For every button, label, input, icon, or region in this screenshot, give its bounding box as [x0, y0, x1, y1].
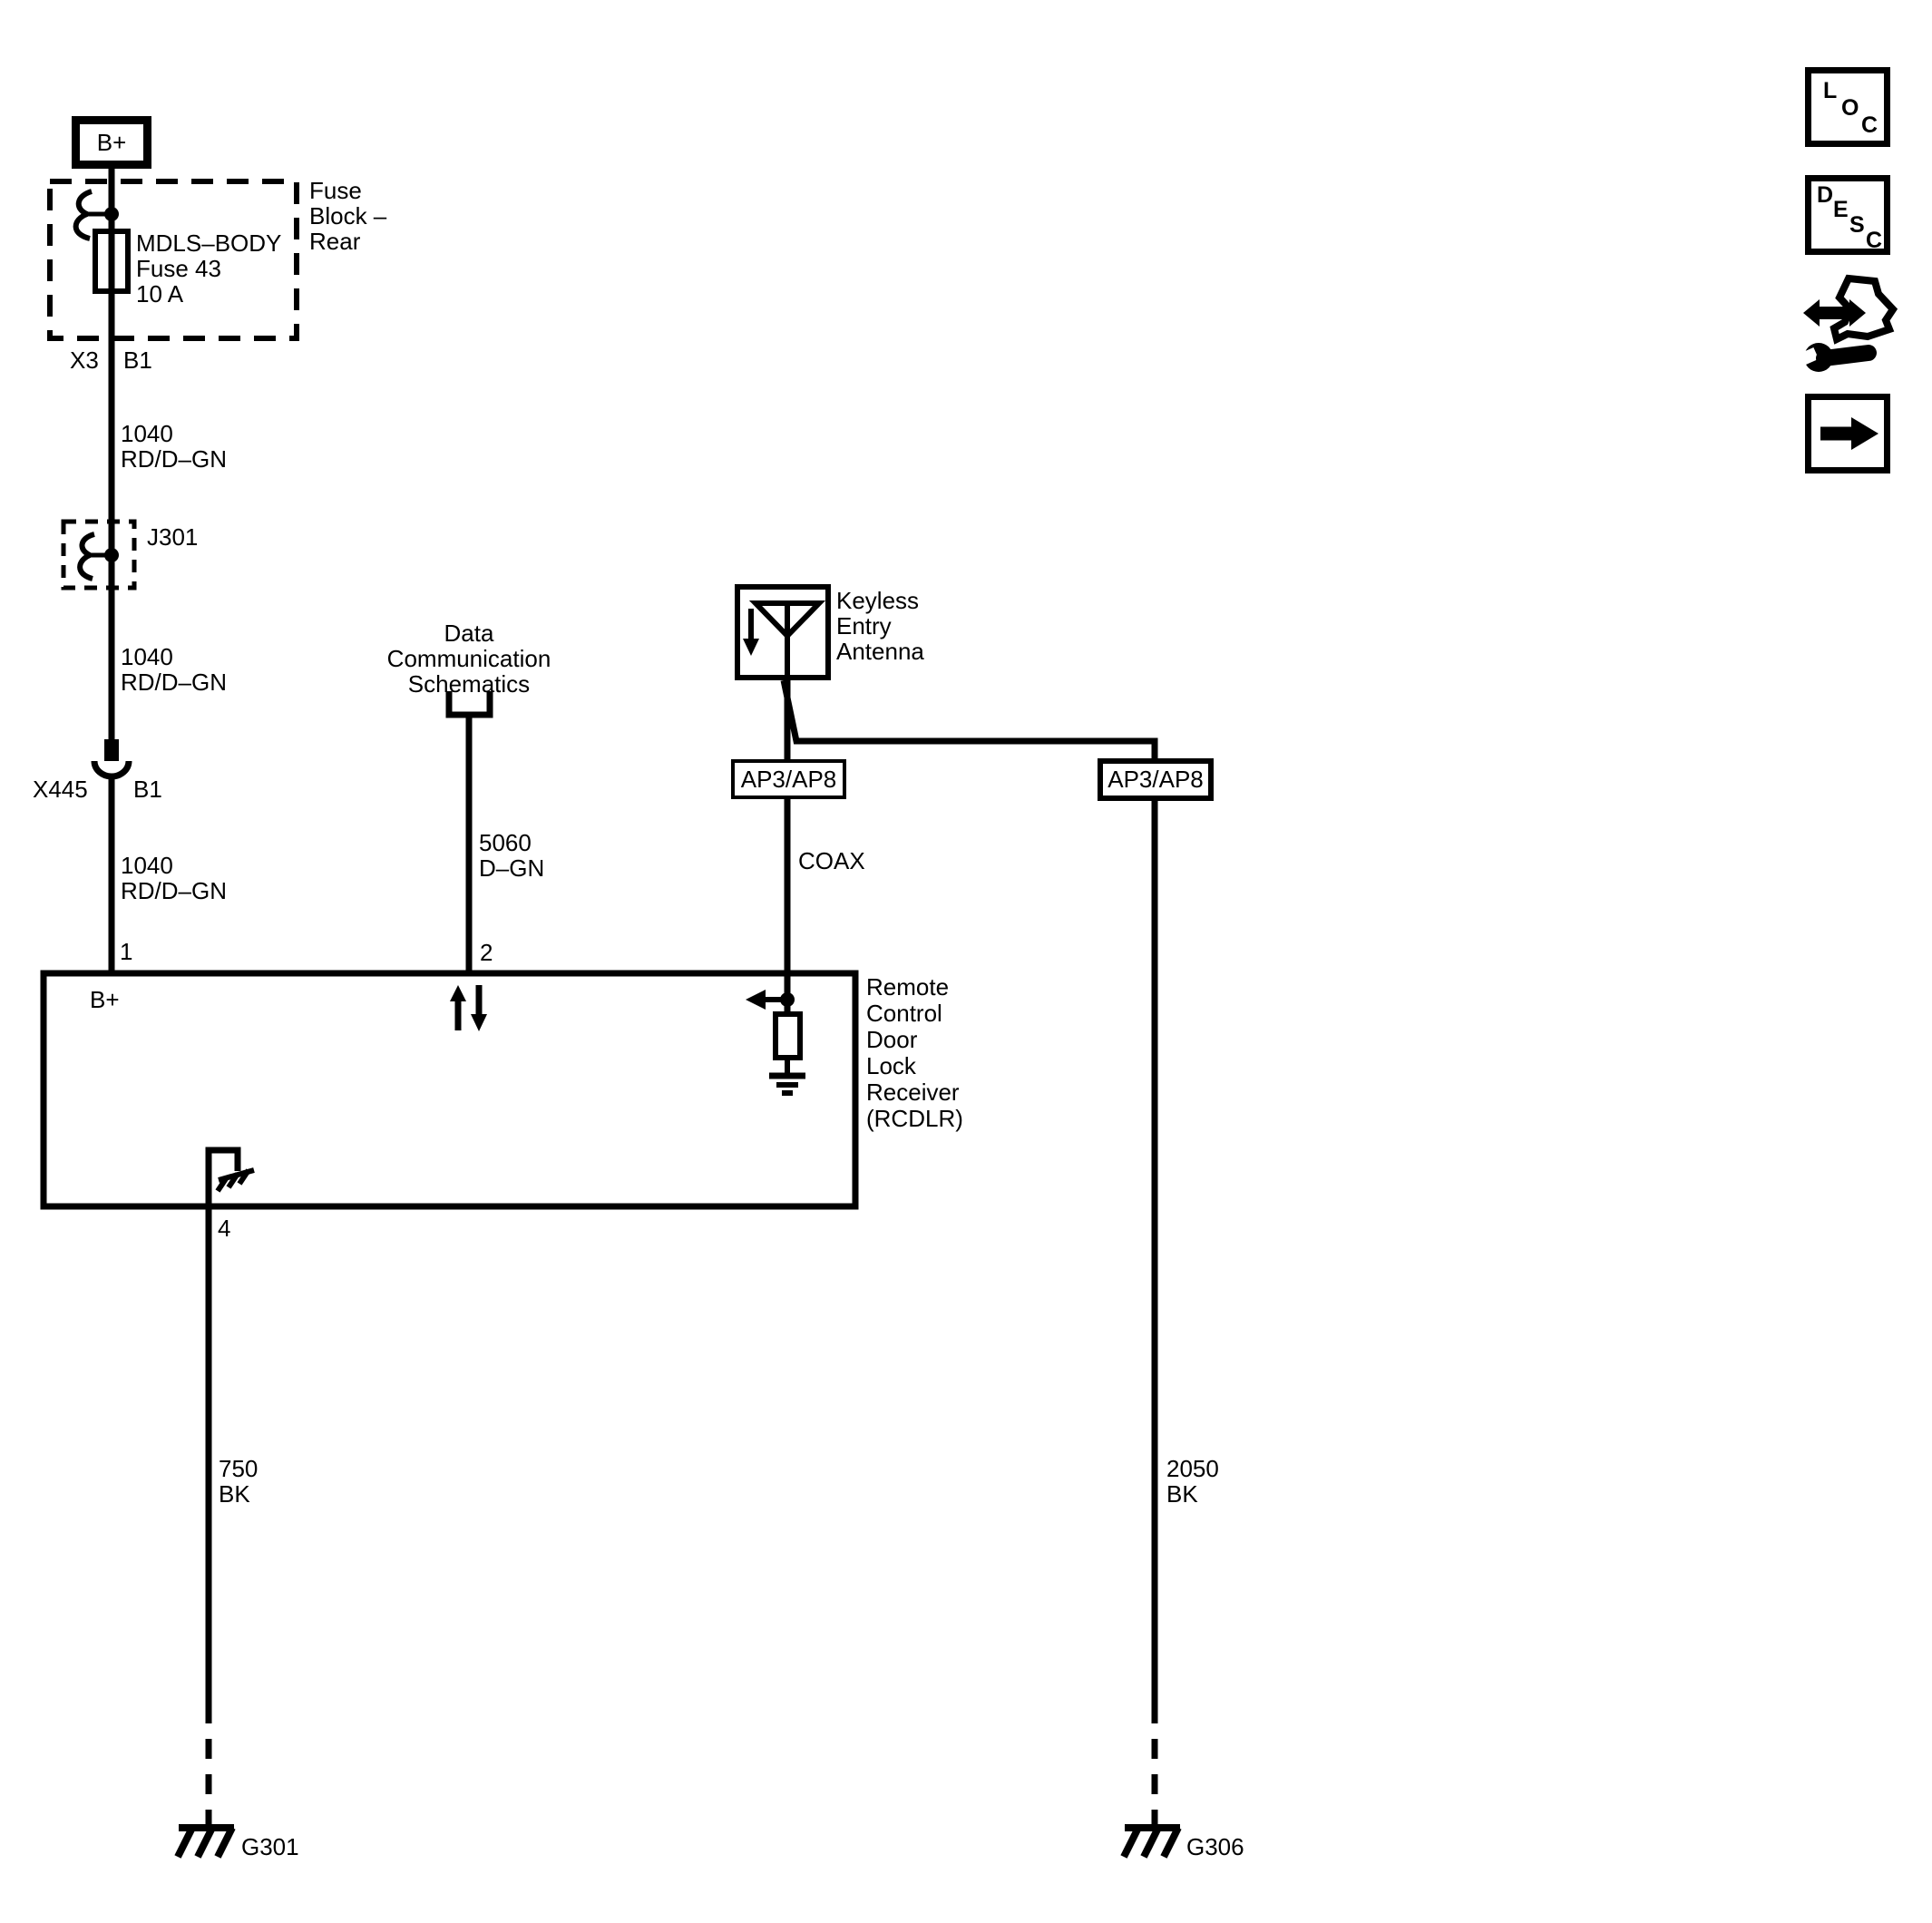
loc-letter-c: C [1861, 112, 1878, 138]
antenna-wires [780, 678, 1158, 973]
connector-label-b1: B1 [133, 776, 162, 803]
desc-button[interactable]: D E S C [1805, 175, 1890, 255]
wire-label-1040-b: 1040 RD/D–GN [121, 643, 228, 696]
fuse-icon [93, 229, 131, 294]
splice-j301-outline [61, 519, 137, 591]
wire-label-1040-a: 1040 RD/D–GN [121, 420, 228, 473]
rcdlr-pin-1: 1 [120, 938, 133, 965]
ground-g301-icon [174, 1824, 236, 1859]
ground-label-g301: G301 [241, 1833, 299, 1860]
connector-label-x445: X445 [33, 776, 88, 803]
wire-label-5060: 5060 D–GN [479, 829, 545, 882]
connector-tag-ap3ap8-left: AP3/AP8 [731, 759, 846, 799]
rcdlr-box-outline [40, 970, 859, 1210]
fuse-block-pin-b1: B1 [123, 347, 152, 374]
service-info-button[interactable] [1799, 270, 1903, 379]
battery-feed-box: B+ [72, 116, 151, 169]
wire-label-1040-c: 1040 RD/D–GN [121, 852, 228, 904]
next-page-button[interactable] [1805, 394, 1890, 473]
coax-input-internals [746, 973, 805, 1096]
fuse-block-title: Fuse Block – Rear [309, 177, 387, 255]
desc-letter-e: E [1833, 197, 1849, 222]
wire-label-2050bk: 2050 BK [1166, 1455, 1219, 1508]
desc-letter-s: S [1849, 212, 1865, 238]
serial-data-arrows-icon [450, 985, 487, 1031]
fuse-block-pin-x3: X3 [70, 347, 99, 374]
loc-button[interactable]: L O C [1805, 67, 1890, 147]
antenna-label: Keyless Entry Antenna [836, 587, 924, 665]
fuse-block-outline [47, 179, 299, 341]
rcdlr-pin-4: 4 [218, 1215, 231, 1242]
loc-letter-l: L [1823, 78, 1838, 103]
ground-label-g306: G306 [1186, 1833, 1244, 1860]
offpage-bracket-icon [445, 691, 493, 973]
ground-g306-icon [1120, 1824, 1182, 1859]
wire-label-750bk: 750 BK [219, 1455, 259, 1508]
antenna-icon [735, 584, 831, 680]
hand-wrench-icon [1799, 274, 1898, 372]
rcdlr-pin-2: 2 [480, 939, 493, 966]
right-arrow-icon [1820, 417, 1878, 450]
desc-letter-d: D [1817, 182, 1834, 208]
splice-label-j301: J301 [147, 523, 199, 551]
loc-letter-o: O [1841, 95, 1859, 121]
wire-label-coax: COAX [798, 847, 865, 874]
fuse-label: MDLS–BODY Fuse 43 10 A [136, 229, 282, 307]
connector-x445-icon [91, 739, 132, 780]
rcdlr-label: Remote Control Door Lock Receiver (RCDLR… [866, 973, 963, 1132]
pin4-chassis-ground-icon [205, 1147, 255, 1206]
desc-letter-c: C [1866, 228, 1883, 253]
fuse-block-bus-tap-icon [73, 189, 119, 241]
rcdlr-bplus-label: B+ [90, 986, 120, 1013]
offpage-label-data-comm: Data Communication Schematics [386, 620, 551, 698]
connector-tag-ap3ap8-right: AP3/AP8 [1098, 758, 1214, 801]
